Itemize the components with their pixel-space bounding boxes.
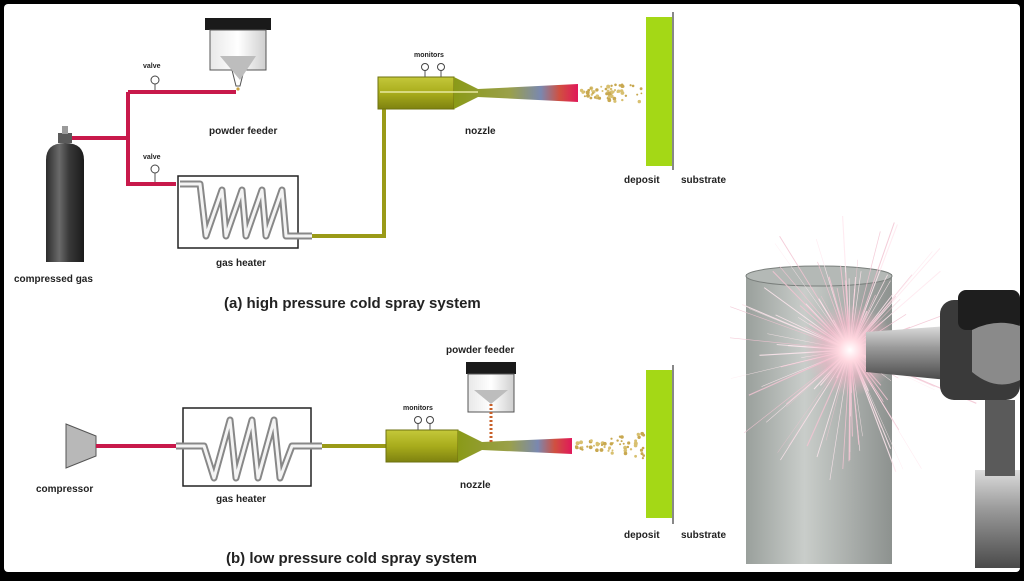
substrate-b-label: substrate — [681, 530, 726, 541]
deposit-b — [646, 370, 672, 518]
compressor-label: compressor — [36, 484, 93, 495]
deposit-a-label: deposit — [624, 175, 660, 186]
caption-b: (b) low pressure cold spray system — [226, 550, 477, 567]
nozzle-b-label: nozzle — [460, 480, 491, 491]
gas-heater-a-label: gas heater — [216, 258, 266, 269]
substrate-a-label: substrate — [681, 175, 726, 186]
monitors-b-label: monitors — [403, 405, 433, 412]
caption-a: (a) high pressure cold spray system — [224, 295, 481, 312]
monitors-a-label: monitors — [414, 52, 444, 59]
deposit-b-label: deposit — [624, 530, 660, 541]
powder-feeder-b-label: powder feeder — [446, 345, 514, 356]
valve-top-label: valve — [143, 63, 161, 70]
compressed-gas-label: compressed gas — [14, 274, 93, 285]
deposit-a — [646, 17, 672, 166]
valve-bottom-label: valve — [143, 154, 161, 161]
gas-heater-b-label: gas heater — [216, 494, 266, 505]
powder-feeder-a-label: powder feeder — [209, 126, 277, 137]
nozzle-a-label: nozzle — [465, 126, 496, 137]
